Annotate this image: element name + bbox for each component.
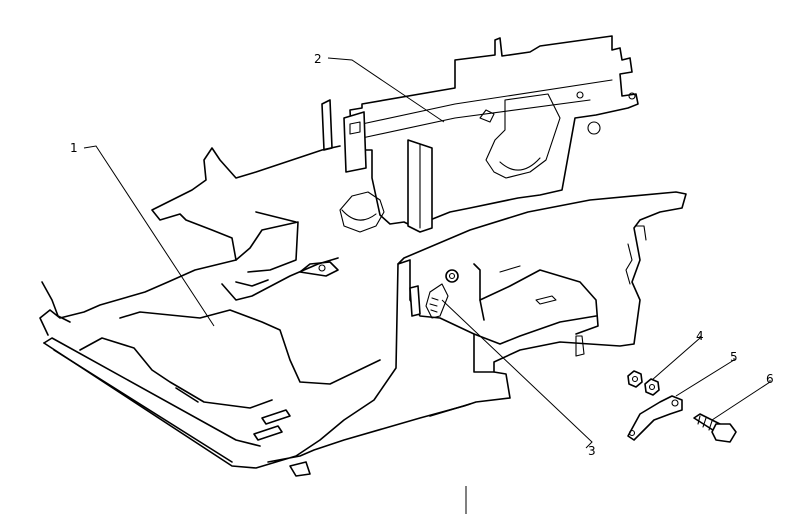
callout-label-2: 2 <box>314 52 322 66</box>
callout-label-5: 5 <box>730 350 738 364</box>
callout-label-1: 1 <box>70 141 78 155</box>
callout-label-3: 3 <box>588 444 596 458</box>
callout-label-6: 6 <box>766 372 774 386</box>
callout-label-4: 4 <box>696 329 704 343</box>
rear-bracket-part-2 <box>321 35 639 233</box>
spring-lever-part-3 <box>409 269 459 319</box>
shoulder-screw-part-6 <box>693 413 737 443</box>
callout-leaders <box>83 57 771 449</box>
chassis-base-part-1 <box>39 145 687 477</box>
link-arm-part-5 <box>627 395 683 441</box>
nuts-part-4 <box>627 370 660 396</box>
